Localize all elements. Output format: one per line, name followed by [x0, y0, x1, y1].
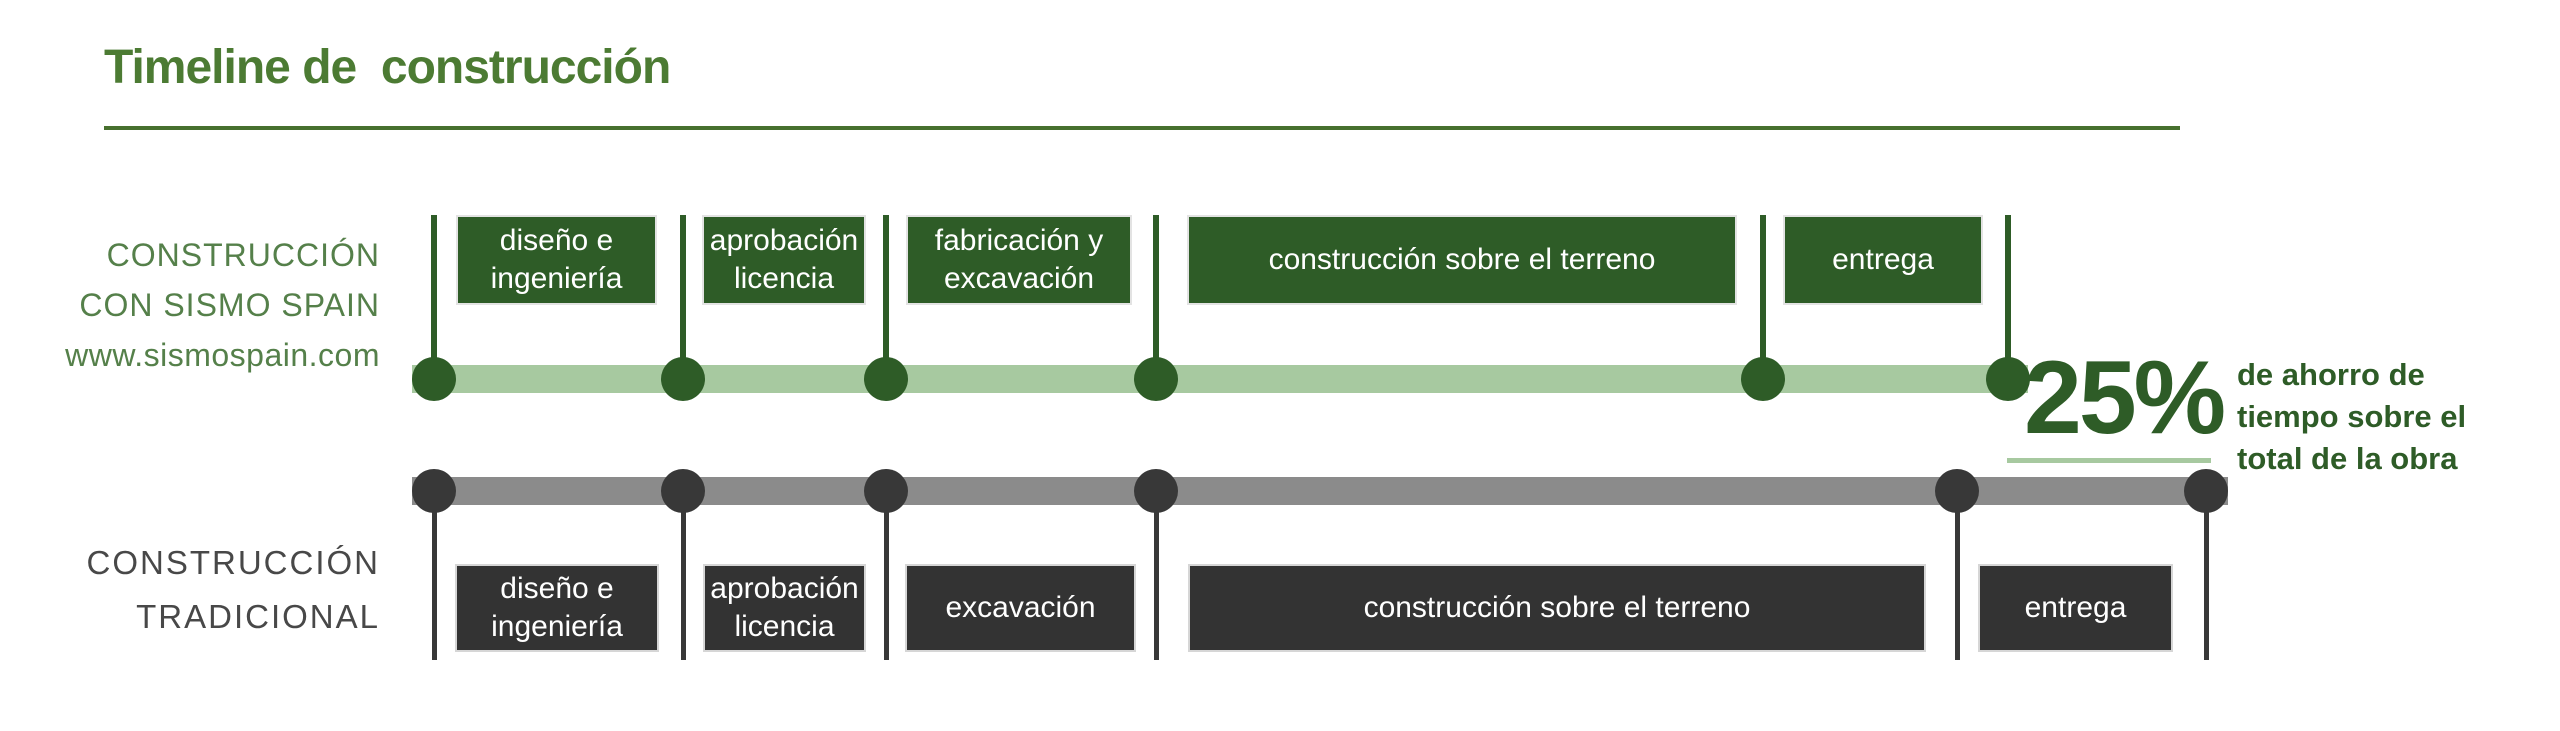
tradicional-milestone-dot-3 [864, 469, 908, 513]
sismo-phase-box-4: construcción sobre el terreno [1187, 215, 1737, 305]
sismo-milestone-tick-6 [2005, 215, 2011, 379]
tradicional-milestone-tick-6 [2203, 491, 2209, 660]
sismo-milestone-tick-3 [883, 215, 889, 379]
page-title: Timeline de construcción [104, 41, 671, 94]
traditional-timeline-label: CONSTRUCCIÓN TRADICIONAL [38, 536, 380, 644]
savings-description-line3: total de la obra [2237, 441, 2458, 476]
traditional-label-line1: CONSTRUCCIÓN [86, 544, 380, 581]
sismo-milestone-dot-1 [412, 357, 456, 401]
savings-underline [2007, 458, 2211, 463]
sismo-phase-box-5: entrega [1783, 215, 1983, 305]
tradicional-milestone-tick-3 [883, 491, 889, 660]
sismo-milestone-dot-5 [1741, 357, 1785, 401]
traditional-label-line2: TRADICIONAL [136, 598, 380, 635]
sismo-phase-box-2: aprobación licencia [702, 215, 866, 305]
sismo-website-link[interactable]: www.sismospain.com [65, 337, 380, 373]
tradicional-milestone-dot-2 [661, 469, 705, 513]
tradicional-milestone-dot-4 [1134, 469, 1178, 513]
sismo-phase-box-1: diseño e ingeniería [456, 215, 657, 305]
savings-description-line1: de ahorro de [2237, 357, 2425, 392]
tradicional-phase-box-4: construcción sobre el terreno [1188, 564, 1926, 652]
sismo-milestone-tick-5 [1760, 215, 1766, 379]
tradicional-timeline-bar [412, 477, 2228, 505]
sismo-milestone-tick-4 [1153, 215, 1159, 379]
tradicional-phase-box-3: excavación [905, 564, 1136, 652]
savings-percentage: 25% [2024, 340, 2226, 456]
savings-description: de ahorro de tiempo sobre el total de la… [2237, 354, 2497, 480]
sismo-milestone-dot-4 [1134, 357, 1178, 401]
tradicional-phase-box-1: diseño e ingeniería [455, 564, 659, 652]
tradicional-milestone-dot-6 [2184, 469, 2228, 513]
sismo-timeline-label: CONSTRUCCIÓN CON SISMO SPAIN www.sismosp… [38, 230, 380, 380]
sismo-label-line1: CONSTRUCCIÓN [106, 237, 380, 273]
tradicional-milestone-tick-1 [431, 491, 437, 660]
sismo-milestone-tick-1 [431, 215, 437, 379]
title-underline [104, 126, 2180, 130]
sismo-milestone-dot-2 [661, 357, 705, 401]
savings-description-line2: tiempo sobre el [2237, 399, 2467, 434]
sismo-timeline-bar [412, 365, 2028, 393]
tradicional-phase-box-2: aprobación licencia [703, 564, 866, 652]
tradicional-milestone-tick-4 [1153, 491, 1159, 660]
sismo-milestone-tick-2 [680, 215, 686, 379]
tradicional-milestone-tick-2 [680, 491, 686, 660]
sismo-phase-box-3: fabricación y excavación [906, 215, 1132, 305]
tradicional-milestone-tick-5 [1954, 491, 1960, 660]
tradicional-phase-box-5: entrega [1978, 564, 2173, 652]
sismo-milestone-dot-3 [864, 357, 908, 401]
tradicional-milestone-dot-1 [412, 469, 456, 513]
sismo-milestone-dot-6 [1986, 357, 2030, 401]
tradicional-milestone-dot-5 [1935, 469, 1979, 513]
sismo-label-line2: CON SISMO SPAIN [79, 287, 380, 323]
